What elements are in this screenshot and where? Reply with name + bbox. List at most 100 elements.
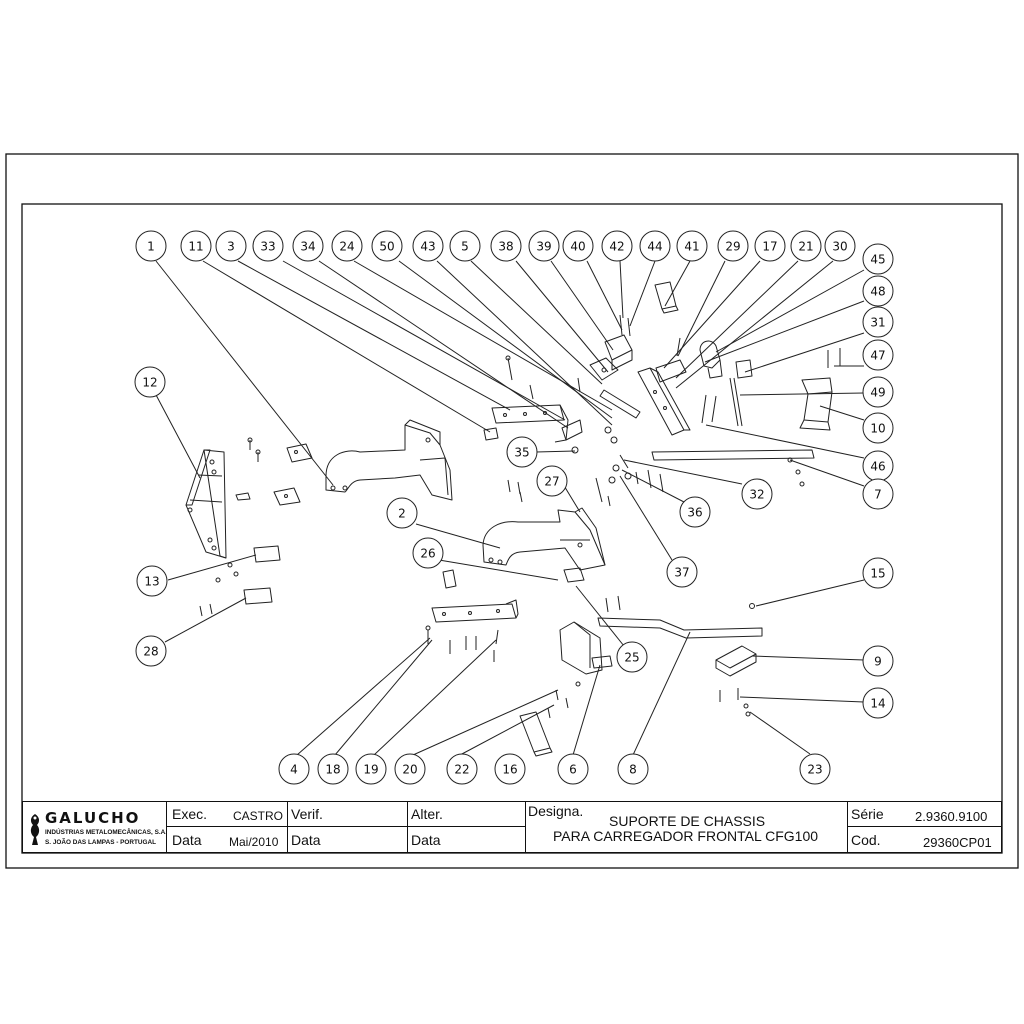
callout-circle	[506, 436, 538, 468]
part-1-support	[325, 419, 453, 501]
callout-label: 7	[874, 488, 882, 502]
callout-12: 12	[134, 366, 166, 398]
callout-circle	[617, 753, 649, 785]
bolts-near-4	[425, 625, 499, 662]
callout-circle	[135, 230, 167, 262]
callout-30: 30	[824, 230, 856, 262]
part-6-block	[559, 621, 613, 675]
callout-9: 9	[862, 645, 894, 677]
callout-label: 39	[536, 240, 551, 254]
bolts-near-13	[199, 562, 239, 617]
verif-data-label: Data	[291, 832, 321, 848]
callout-circle	[666, 556, 698, 588]
callout-22: 22	[446, 753, 478, 785]
callout-circle	[616, 641, 648, 673]
callout-48: 48	[862, 275, 894, 307]
callout-circle	[824, 230, 856, 262]
callout-circle	[557, 753, 589, 785]
part-2-support	[482, 507, 606, 571]
callout-circle	[292, 230, 324, 262]
designation-line-2: PARA CARREGADOR FRONTAL CFG100	[553, 828, 819, 844]
callout-label: 25	[624, 651, 639, 665]
callout-circle	[862, 412, 894, 444]
callout-circle	[355, 753, 387, 785]
part-26-clip	[563, 567, 585, 583]
callout-label: 3	[227, 240, 235, 254]
callout-circle	[717, 230, 749, 262]
outer-border	[5, 153, 1019, 869]
serie-value: 2.9360.9100	[915, 809, 988, 824]
callout-label: 33	[260, 240, 275, 254]
callout-circle	[180, 230, 212, 262]
part-15-nut	[749, 603, 755, 609]
callout-26: 26	[412, 537, 444, 569]
callout-circle	[412, 230, 444, 262]
callout-label: 12	[142, 376, 157, 390]
callout-7: 7	[862, 478, 894, 510]
callout-8: 8	[617, 753, 649, 785]
callout-circle	[862, 306, 894, 338]
cod-label: Cod.	[851, 832, 881, 848]
callout-label: 10	[870, 422, 885, 436]
callout-circle	[386, 497, 418, 529]
callout-circle	[862, 339, 894, 371]
callout-40: 40	[562, 230, 594, 262]
callout-circle	[394, 753, 426, 785]
part-26-plate	[442, 569, 457, 589]
leader-lines	[154, 260, 865, 756]
callout-46: 46	[862, 450, 894, 482]
callout-label: 50	[379, 240, 394, 254]
hardware-cluster-center	[507, 419, 664, 507]
part-5-bracket	[589, 357, 641, 419]
callout-39: 39	[528, 230, 560, 262]
callout-10: 10	[862, 412, 894, 444]
part-16-block	[519, 711, 553, 757]
cod-value: 29360CP01	[923, 835, 992, 850]
callout-circle	[790, 230, 822, 262]
callout-circle	[252, 230, 284, 262]
callout-15: 15	[862, 557, 894, 589]
part-41-block	[654, 281, 679, 314]
part-39-block	[604, 314, 633, 371]
part-28-plate	[243, 587, 273, 605]
callout-label: 8	[629, 763, 637, 777]
callout-label: 48	[870, 285, 885, 299]
callout-circle	[639, 230, 671, 262]
company-line-1: INDÚSTRIAS METALOMECÂNICAS, S.A.	[45, 829, 168, 836]
callout-25: 25	[616, 641, 648, 673]
callout-circle	[136, 565, 168, 597]
callout-label: 35	[514, 446, 529, 460]
callout-label: 22	[454, 763, 469, 777]
callout-21: 21	[790, 230, 822, 262]
callout-3: 3	[215, 230, 247, 262]
callout-44: 44	[639, 230, 671, 262]
bolts-near-3	[505, 355, 581, 400]
callout-36: 36	[679, 496, 711, 528]
callout-circle	[862, 557, 894, 589]
callout-label: 45	[870, 253, 885, 267]
callout-38: 38	[490, 230, 522, 262]
callout-circle	[412, 537, 444, 569]
callout-18: 18	[317, 753, 349, 785]
callout-label: 5	[461, 240, 469, 254]
callout-circle	[371, 230, 403, 262]
callout-circle	[494, 753, 526, 785]
callout-50: 50	[371, 230, 403, 262]
callout-14: 14	[862, 687, 894, 719]
callout-label: 28	[143, 645, 158, 659]
callout-label: 49	[870, 386, 885, 400]
callout-label: 34	[300, 240, 315, 254]
callout-34: 34	[292, 230, 324, 262]
data-value: Mai/2010	[229, 835, 279, 849]
part-3-bracket	[491, 404, 569, 443]
callout-circle	[862, 376, 894, 408]
callout-43: 43	[412, 230, 444, 262]
callout-5: 5	[449, 230, 481, 262]
callout-33: 33	[252, 230, 284, 262]
callout-label: 31	[870, 316, 885, 330]
callout-23: 23	[799, 753, 831, 785]
data-label: Data	[172, 832, 202, 848]
part-7-bar	[651, 449, 815, 487]
callout-circle	[741, 478, 773, 510]
